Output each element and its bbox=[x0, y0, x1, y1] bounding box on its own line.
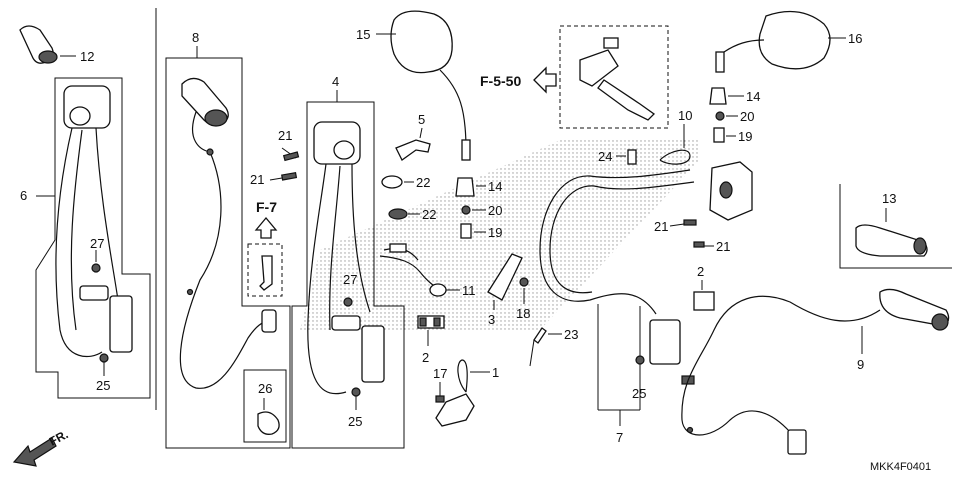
cap-22a-icon bbox=[381, 175, 403, 189]
screw-19b-icon bbox=[713, 127, 725, 143]
screw-27a bbox=[91, 263, 101, 273]
callout-21b: 21 bbox=[250, 172, 264, 187]
callout-14b: 14 bbox=[746, 89, 760, 104]
leader-5 bbox=[419, 127, 423, 139]
heated-grip-left-part bbox=[179, 77, 277, 389]
nut-20b-icon bbox=[715, 111, 725, 121]
leader-21c bbox=[669, 223, 685, 227]
callout-19b: 19 bbox=[738, 129, 752, 144]
tie-strap-10-icon bbox=[659, 149, 691, 165]
screw-27b bbox=[343, 297, 353, 307]
group-8-outline bbox=[165, 57, 291, 449]
grip-end-part-12: 12 bbox=[19, 25, 94, 64]
callout-6: 6 bbox=[20, 188, 27, 203]
screw-19a-icon bbox=[460, 223, 472, 239]
bracket-5-icon bbox=[395, 139, 431, 161]
mirror-left-15 bbox=[390, 10, 471, 161]
callout-27b: 27 bbox=[343, 272, 357, 287]
grip-13-box bbox=[839, 184, 952, 269]
switch-1-wire bbox=[457, 359, 468, 393]
cap-22b-icon bbox=[388, 208, 408, 220]
callout-1: 1 bbox=[492, 365, 499, 380]
callout-2b: 2 bbox=[697, 264, 704, 279]
clamp-26-icon bbox=[257, 411, 280, 435]
page-ref-f5-50: F-5-50 bbox=[480, 73, 521, 89]
callout-22b: 22 bbox=[422, 207, 436, 222]
switch-1-body bbox=[435, 393, 475, 427]
callout-17: 17 bbox=[433, 366, 447, 381]
f7-ref-box bbox=[247, 243, 283, 297]
callout-23: 23 bbox=[564, 327, 578, 342]
callout-25a: 25 bbox=[96, 378, 110, 393]
callout-27a: 27 bbox=[90, 236, 104, 251]
callout-21c: 21 bbox=[654, 219, 668, 234]
sensor-23-icon bbox=[533, 327, 547, 344]
callout-2a: 2 bbox=[422, 350, 429, 365]
screw-21c-icon bbox=[683, 219, 697, 226]
callout-10: 10 bbox=[678, 108, 692, 123]
callout-7: 7 bbox=[616, 430, 623, 445]
leader-23-stem bbox=[529, 339, 535, 367]
bolts-21-group-8 bbox=[269, 147, 300, 181]
callout-9: 9 bbox=[857, 357, 864, 372]
bolt-17-icon bbox=[435, 395, 445, 403]
bracket-f7-icon bbox=[259, 255, 273, 291]
right-handlebar-switch-4 bbox=[307, 121, 385, 395]
nut-20a-icon bbox=[461, 205, 471, 215]
front-arrow-icon bbox=[12, 437, 57, 467]
callout-24: 24 bbox=[598, 149, 612, 164]
screw-25a bbox=[99, 353, 109, 363]
callout-16: 16 bbox=[848, 31, 862, 46]
clip-24-icon bbox=[627, 149, 637, 165]
callout-21a: 21 bbox=[278, 128, 292, 143]
callout-22a: 22 bbox=[416, 175, 430, 190]
callout-20a: 20 bbox=[488, 203, 502, 218]
part-26-box bbox=[243, 369, 287, 443]
callout-12: 12 bbox=[80, 49, 94, 64]
callout-14a: 14 bbox=[488, 179, 502, 194]
group-4-outline bbox=[291, 101, 405, 449]
connector-2a-icon bbox=[417, 315, 445, 329]
cover-14a-icon bbox=[455, 177, 475, 197]
screw-25b bbox=[351, 387, 361, 397]
callout-19a: 19 bbox=[488, 225, 502, 240]
page-ref-f7: F-7 bbox=[256, 199, 277, 215]
callout-21d: 21 bbox=[716, 239, 730, 254]
start-switch-housing bbox=[709, 161, 753, 221]
sub-harness-11 bbox=[379, 243, 447, 297]
switch-assembly-6-outline bbox=[35, 77, 151, 399]
callout-18: 18 bbox=[516, 306, 530, 321]
grip-13-icon bbox=[855, 224, 928, 257]
washer-18-icon bbox=[519, 277, 529, 287]
callout-25c: 25 bbox=[632, 386, 646, 401]
bracket-3-icon bbox=[487, 253, 523, 301]
callout-25b: 25 bbox=[348, 414, 362, 429]
cover-14b-icon bbox=[709, 87, 727, 105]
left-arrow-icon bbox=[533, 66, 557, 94]
clutch-lever-ref-icon bbox=[579, 37, 656, 121]
mirror-right-16 bbox=[715, 10, 831, 73]
left-handlebar-switch-6 bbox=[55, 85, 133, 358]
up-arrow-icon bbox=[254, 216, 278, 239]
callout-4: 4 bbox=[332, 74, 339, 89]
callout-11: 11 bbox=[462, 283, 476, 298]
callout-13: 13 bbox=[882, 191, 896, 206]
callout-15: 15 bbox=[356, 27, 370, 42]
connector-2b-icon bbox=[693, 291, 715, 311]
heated-grip-right-9 bbox=[681, 288, 950, 455]
callout-8: 8 bbox=[192, 30, 199, 45]
callout-3: 3 bbox=[488, 312, 495, 327]
callout-20b: 20 bbox=[740, 109, 754, 124]
callout-5: 5 bbox=[418, 112, 425, 127]
screw-21d-icon bbox=[693, 241, 705, 248]
screw-25c-icon bbox=[635, 355, 645, 365]
diagram-code: MKK4F0401 bbox=[870, 461, 931, 473]
callout-26: 26 bbox=[258, 381, 272, 396]
